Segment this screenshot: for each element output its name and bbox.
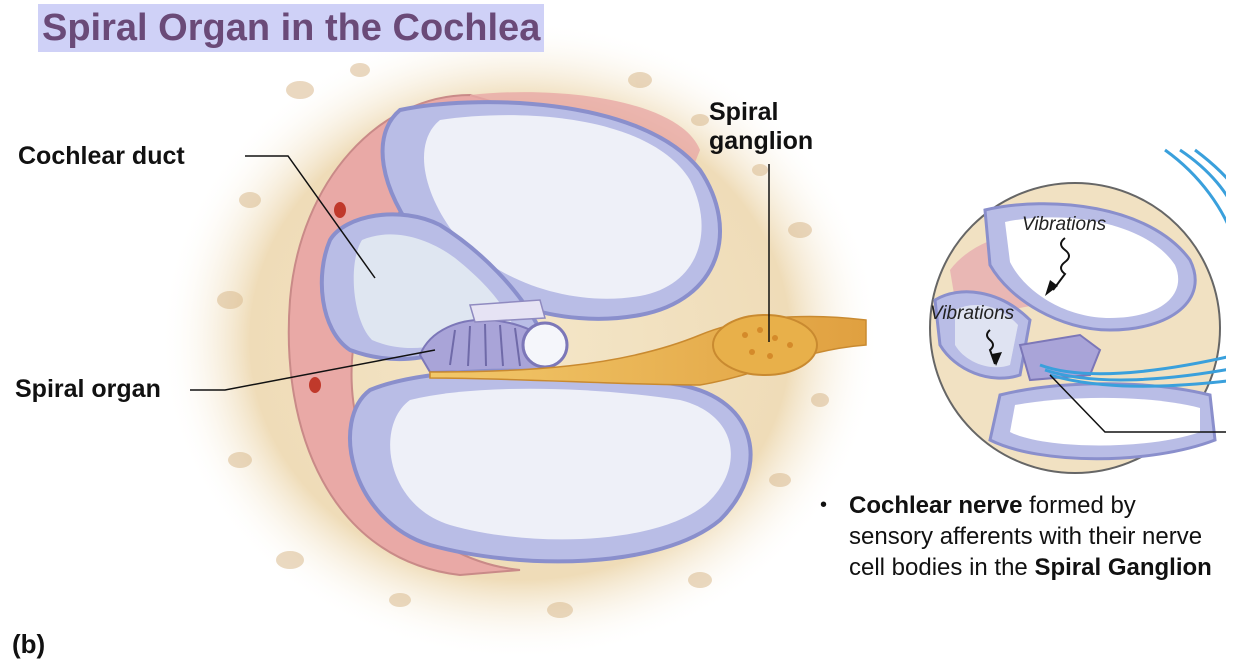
spiral-ganglion-label: Spiral ganglion	[709, 98, 813, 156]
blood-vessel	[334, 202, 346, 218]
note-bold-cochlear-nerve: Cochlear nerve	[849, 492, 1023, 519]
vibration-arrow-head	[992, 352, 1002, 366]
vibration-arrow-head	[1045, 280, 1058, 296]
ganglion-cells	[742, 327, 793, 359]
spiral-ganglion	[712, 314, 818, 376]
note-body: formed by sensory afferents with their n…	[849, 492, 1203, 581]
spiral-organ-label: Spiral organ	[15, 375, 161, 403]
vibration-arrows	[986, 237, 1070, 365]
slide-title: Spiral Organ in the Cochlea	[38, 4, 545, 52]
leader-line-spiral-organ	[190, 349, 436, 391]
scala-vestibuli-fluid	[423, 115, 702, 299]
cochlear-duct-label: Cochlear duct	[18, 142, 185, 170]
spiral-organ-structure	[418, 299, 569, 374]
bullet-point: •	[820, 494, 828, 516]
spiral-ganglion-label-line2: ganglion	[709, 127, 814, 155]
spiral-ganglion-label-line1: Spiral	[709, 98, 779, 126]
note-text: Cochlear nerve formed by sensory afferen…	[849, 490, 1220, 583]
panel-label: (b)	[12, 629, 46, 659]
inset-leader-line	[1049, 374, 1226, 433]
blood-vessel	[309, 377, 321, 393]
scala-tympani-fluid	[390, 388, 731, 540]
bone-pores	[217, 63, 829, 618]
inset-clip-right	[1226, 140, 1236, 470]
vibrations-label-lower: Vibrations	[930, 303, 1015, 324]
note-bold-spiral-ganglion: Spiral Ganglion	[1034, 554, 1212, 581]
vibrations-label-upper: Vibrations	[1022, 214, 1107, 235]
cochlear-nerve-note: • Cochlear nerve formed by sensory affer…	[820, 490, 1220, 583]
leader-line-cochlear-duct	[245, 155, 376, 279]
